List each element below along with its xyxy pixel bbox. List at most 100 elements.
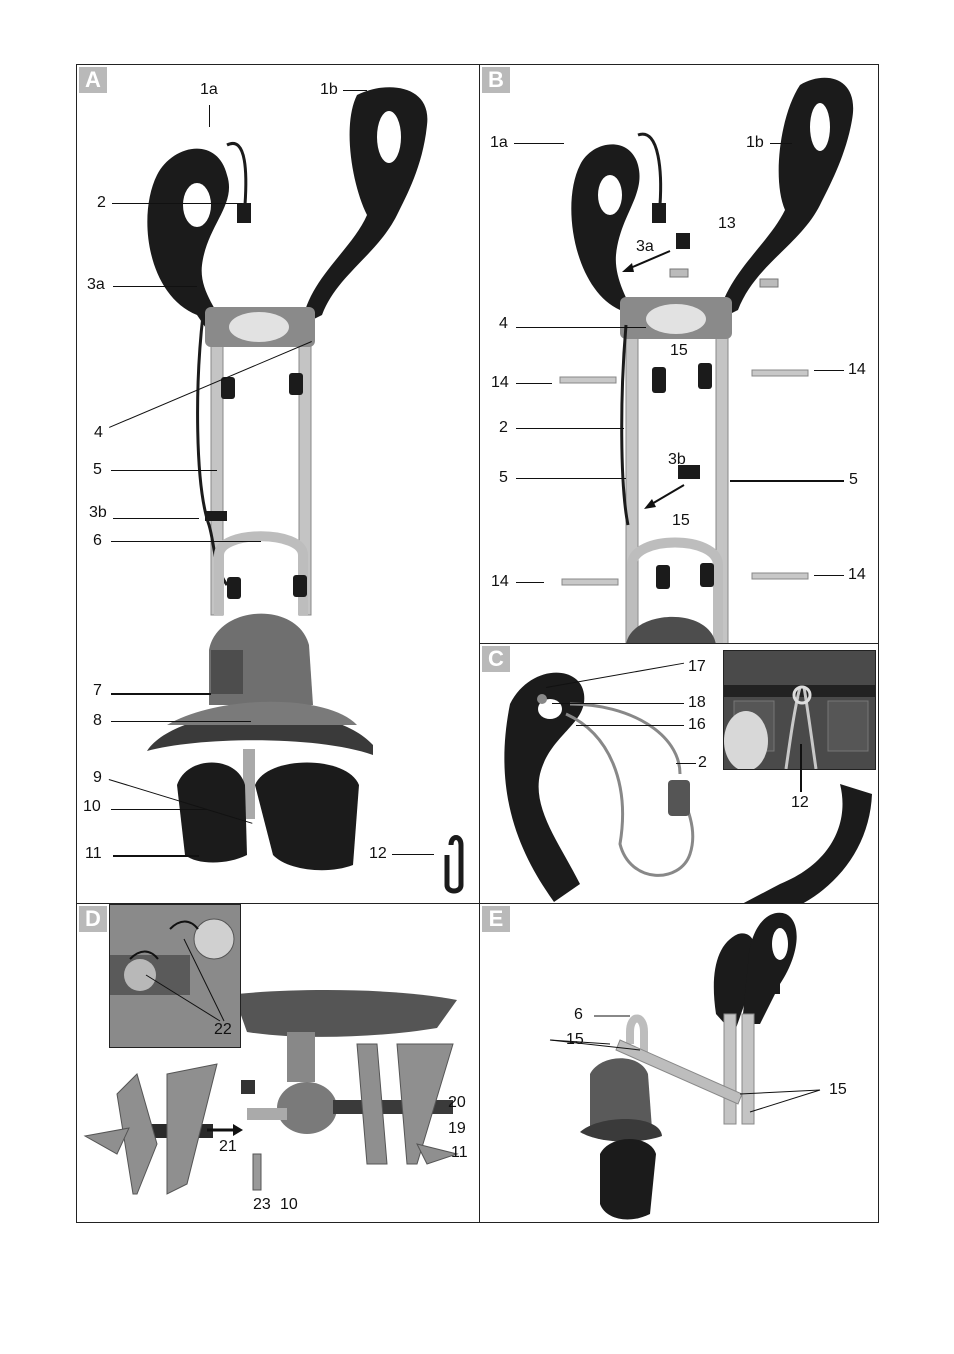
protective-guard-top (167, 701, 357, 725)
plug (237, 203, 251, 223)
handle-left-large (504, 672, 585, 902)
cable-strain-relief (569, 702, 682, 775)
leader-b-1b (770, 143, 792, 144)
handle-left (571, 144, 640, 333)
handle-right-fragment (743, 784, 872, 903)
label-a-4: 4 (94, 424, 103, 441)
inset-safety-clips-illustration (110, 905, 240, 1047)
cable-clip-lower (205, 511, 227, 521)
lower-handle-loop (626, 1014, 648, 1054)
plug (652, 203, 666, 223)
handle-right-grip-hole (772, 928, 788, 960)
motor-housing-top (626, 616, 716, 643)
gearbox (277, 1082, 337, 1134)
label-a-3a: 3a (87, 276, 105, 293)
bolt-14-lower-left (561, 578, 619, 586)
label-d-20: 20 (448, 1094, 466, 1111)
tines-right (255, 762, 359, 871)
pocket-right (827, 700, 869, 752)
tines-left-c (83, 1127, 130, 1155)
label-c-12: 12 (791, 794, 809, 811)
screw-13-left (669, 268, 689, 278)
safety-lock-button (537, 694, 547, 704)
belt-hook-cable (784, 686, 802, 769)
leader-e-15b2 (749, 1089, 821, 1113)
handle-right-grip-hole (377, 111, 401, 163)
knob-upper-right (289, 373, 303, 395)
label-b-1b: 1b (746, 134, 764, 151)
handle-right-folded (742, 912, 797, 1024)
label-a-8: 8 (93, 712, 102, 729)
tines-left (177, 762, 247, 863)
motor-housing (590, 1058, 652, 1129)
leader-b-14a (516, 383, 552, 384)
bolt-23 (252, 1153, 262, 1191)
panel-a-illustration (147, 87, 464, 894)
plug (772, 980, 780, 994)
leader-c-18 (552, 703, 684, 704)
lower-handle-loop (214, 531, 308, 615)
leader-a-7 (111, 693, 211, 695)
knob-lower-left (656, 565, 670, 589)
knob-lower-right (293, 575, 307, 597)
leader-a-2 (112, 203, 242, 204)
bolt-14-upper-left (559, 376, 617, 384)
arrow-3b-head (644, 499, 656, 509)
protective-guard (237, 990, 457, 1037)
label-a-2: 2 (97, 194, 106, 211)
drive-shaft (247, 1108, 287, 1120)
tines-right-c (416, 1143, 459, 1165)
label-b-14a: 14 (491, 374, 509, 391)
label-c-18: 18 (688, 694, 706, 711)
handle-right-grip-hole (810, 103, 830, 151)
knob-upper-left (652, 367, 666, 393)
panel-e-letter: E (482, 906, 510, 932)
knob-lower-right (700, 563, 714, 587)
label-b-14b: 14 (848, 361, 866, 378)
inset-rotation-arrow-2 (129, 950, 159, 960)
panel-b-illustration (559, 77, 854, 643)
frame-tube-b (741, 1013, 755, 1125)
bolt-14-lower-right (751, 572, 809, 580)
label-b-5b: 5 (849, 471, 858, 488)
leader-a-3b (113, 518, 199, 519)
power-cable-loop (565, 712, 695, 877)
arrow-3b (649, 484, 685, 506)
leader-b-5b (730, 480, 844, 482)
gearbox-shaft-housing (287, 1032, 315, 1082)
inset-belt-illustration (724, 651, 875, 769)
arrow-3a (627, 250, 671, 270)
leader-e-15a2 (549, 1039, 641, 1051)
cable-clip-upper (676, 233, 690, 249)
leader-a-1b (343, 90, 367, 91)
knob-lower-left (227, 577, 241, 599)
leader-b-1a (514, 143, 564, 144)
leader-a-11 (113, 855, 199, 857)
label-a-3b: 3b (89, 504, 107, 521)
handle-left-grip-hole (183, 183, 211, 227)
label-c-2: 2 (698, 754, 707, 771)
power-cable (637, 132, 663, 206)
inset-leader-22b (145, 974, 221, 1022)
panel-d: D (76, 903, 480, 1223)
tines-left-b (166, 1063, 218, 1195)
tines (600, 1139, 656, 1220)
leader-b-14c (516, 582, 544, 583)
screw-13-right (759, 278, 779, 288)
panel-d-illustration (83, 990, 459, 1195)
panel-c: C 17 18 16 2 (479, 643, 879, 904)
label-a-9: 9 (93, 769, 102, 786)
cable-clip-lower (678, 465, 700, 479)
handle-left-grip-hole (598, 175, 622, 215)
label-b-4: 4 (499, 315, 508, 332)
handle-right (718, 77, 854, 321)
label-a-6: 6 (93, 532, 102, 549)
nut (241, 1080, 255, 1094)
label-b-14c: 14 (491, 573, 509, 590)
arrow-3a-head (622, 263, 634, 272)
label-b-15b: 15 (672, 512, 690, 529)
bolt-14-upper-right (751, 369, 809, 377)
inset-safety-clips: 22 (109, 904, 241, 1048)
tines-left-a (116, 1073, 158, 1195)
